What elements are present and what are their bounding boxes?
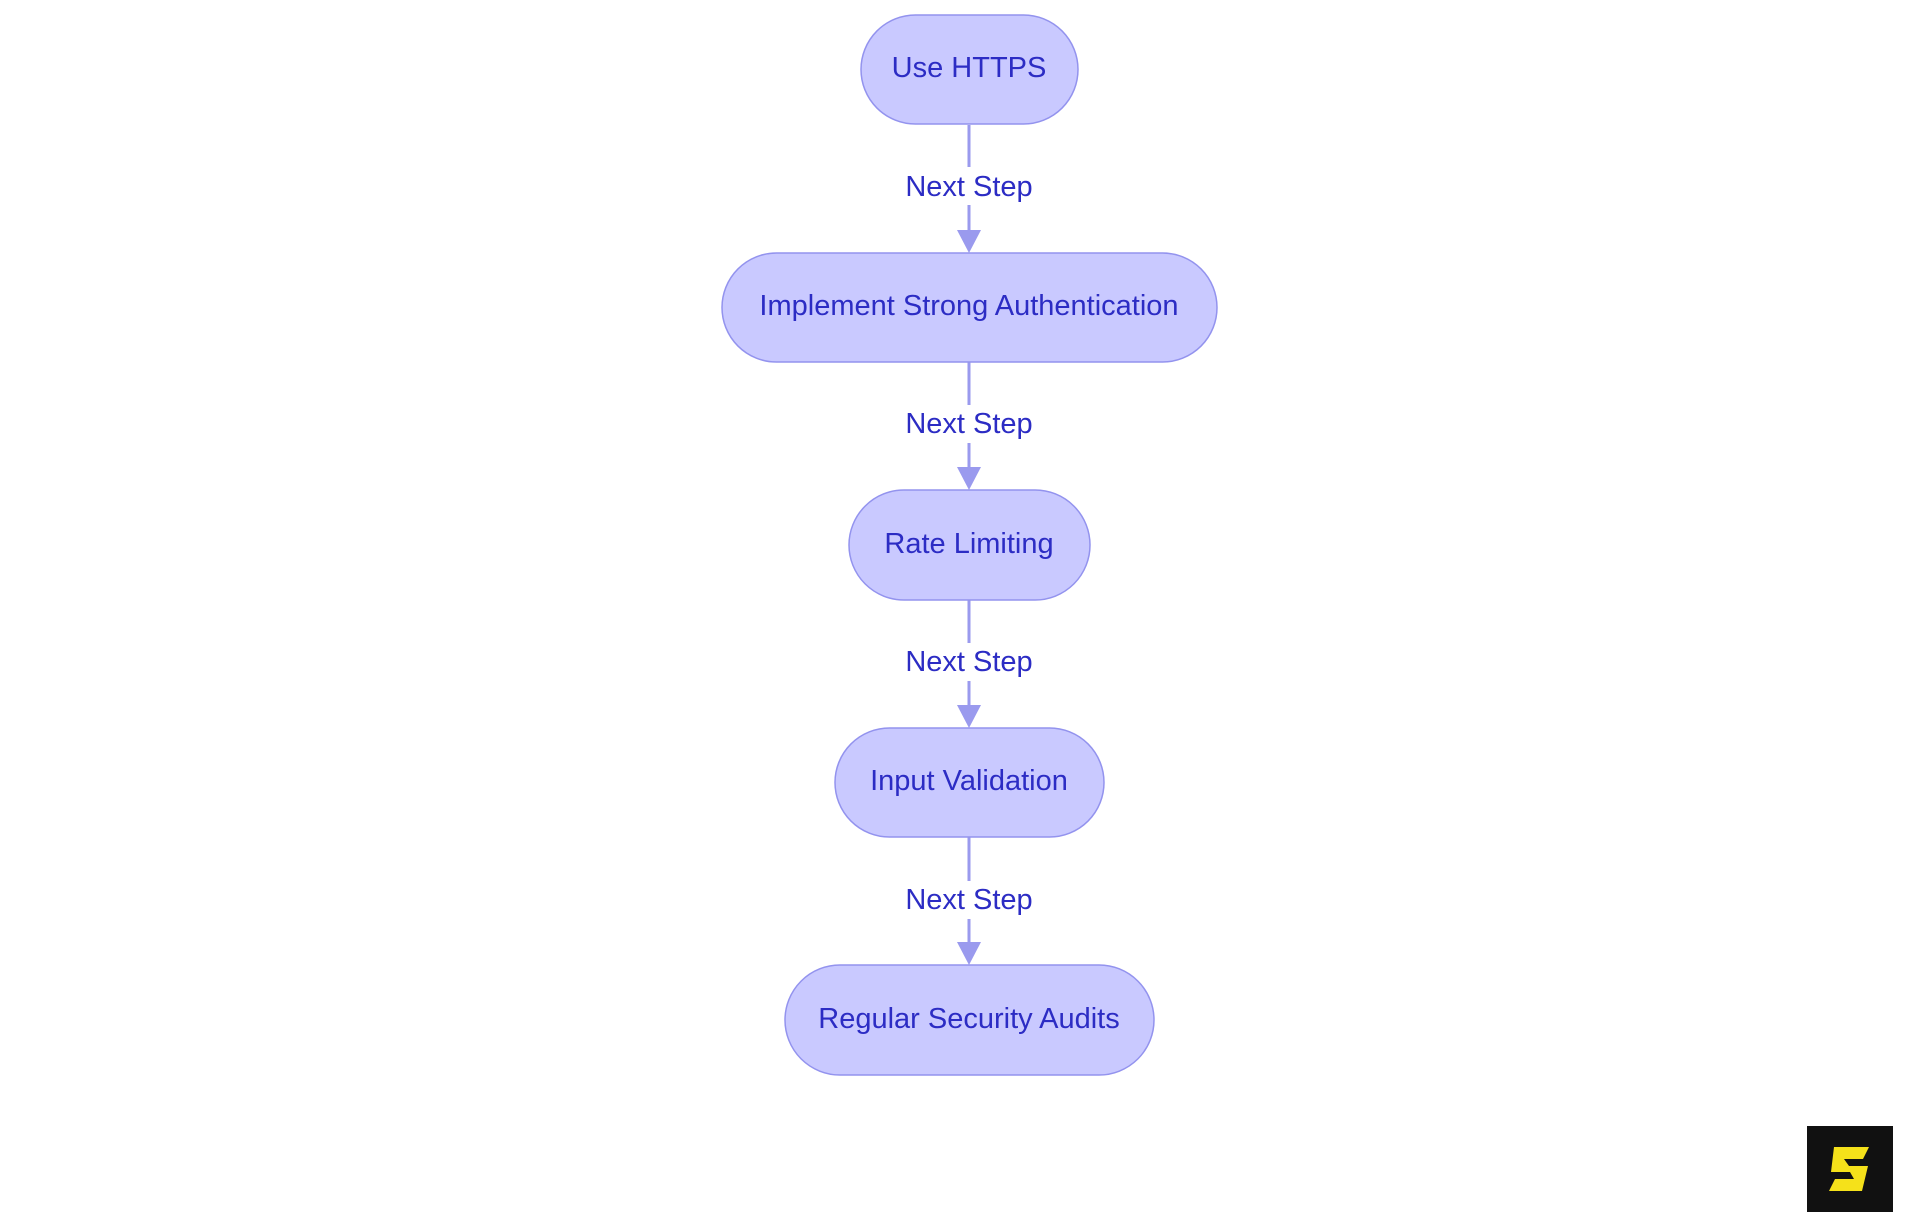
edge-label: Next Step (905, 171, 1032, 203)
s-logo-icon (1807, 1126, 1893, 1212)
node-implement-strong-authentication: Implement Strong Authentication (721, 252, 1218, 363)
s-logo-mark (1829, 1147, 1869, 1191)
node-label: Regular Security Audits (818, 1003, 1119, 1035)
edge-label: Next Step (905, 646, 1032, 678)
node-label: Use HTTPS (892, 52, 1047, 84)
edge: Next Step (900, 600, 1038, 728)
node-use-https: Use HTTPS (860, 14, 1079, 125)
node-label: Input Validation (870, 765, 1068, 797)
node-label: Rate Limiting (884, 528, 1053, 560)
edge: Next Step (900, 837, 1038, 965)
edge: Next Step (900, 125, 1038, 253)
edge-label: Next Step (905, 884, 1032, 916)
edge-label: Next Step (905, 408, 1032, 440)
edge: Next Step (900, 362, 1038, 490)
node-regular-security-audits: Regular Security Audits (784, 964, 1155, 1076)
node-input-validation: Input Validation (834, 727, 1105, 838)
node-rate-limiting: Rate Limiting (848, 489, 1091, 601)
node-label: Implement Strong Authentication (759, 290, 1178, 322)
